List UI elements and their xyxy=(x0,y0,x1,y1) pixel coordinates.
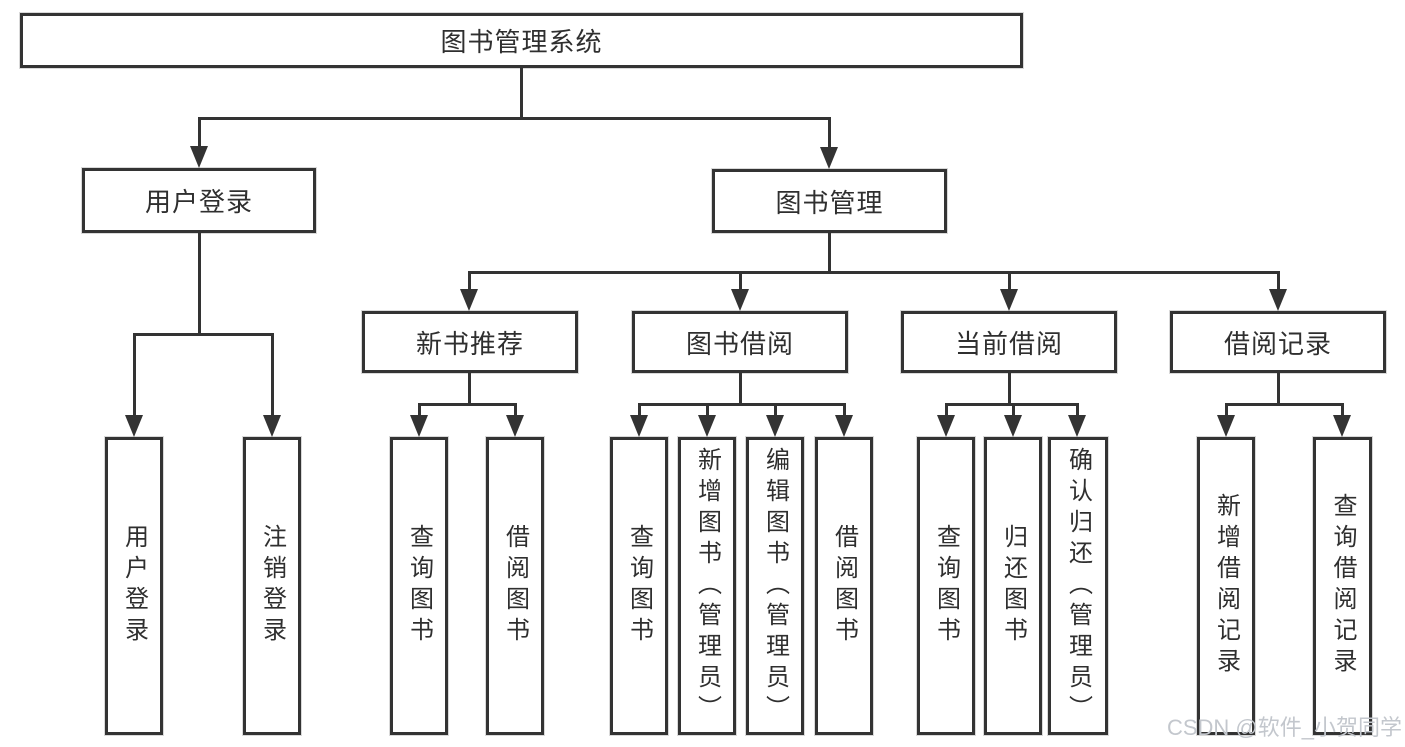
connector-line xyxy=(1225,403,1343,406)
arrow-down-icon xyxy=(731,289,749,311)
arrow-down-icon xyxy=(506,415,524,437)
connector-line xyxy=(638,403,641,417)
arrow-down-icon xyxy=(698,415,716,437)
leaf-edit-books-admin: 编辑图书（管理员） xyxy=(746,437,804,735)
arrow-down-icon xyxy=(1000,289,1018,311)
leaf-confirm-return-admin: 确认归还（管理员） xyxy=(1048,437,1108,735)
leaf-return-books: 归还图书 xyxy=(984,437,1042,735)
connector-line xyxy=(198,117,831,120)
connector-line xyxy=(198,117,201,148)
arrow-down-icon xyxy=(125,415,143,437)
arrow-down-icon xyxy=(630,415,648,437)
connector-line xyxy=(828,233,831,274)
node-new-book-recommend: 新书推荐 xyxy=(362,311,578,373)
node-current-borrow: 当前借阅 xyxy=(901,311,1117,373)
connector-line xyxy=(133,333,274,336)
connector-line xyxy=(1225,403,1228,417)
connector-line xyxy=(1008,373,1011,406)
connector-line xyxy=(706,403,709,417)
arrow-down-icon xyxy=(1004,415,1022,437)
connector-line xyxy=(418,403,421,417)
arrow-down-icon xyxy=(1269,289,1287,311)
connector-line xyxy=(271,333,274,416)
leaf-user-login: 用户登录 xyxy=(105,437,163,735)
arrow-down-icon xyxy=(766,415,784,437)
connector-line xyxy=(1076,403,1079,417)
connector-line xyxy=(739,373,742,406)
connector-line xyxy=(739,271,742,292)
arrow-down-icon xyxy=(937,415,955,437)
connector-line xyxy=(1008,271,1011,292)
arrow-down-icon xyxy=(835,415,853,437)
arrow-down-icon xyxy=(263,415,281,437)
leaf-query-books-current: 查询图书 xyxy=(917,437,975,735)
connector-line xyxy=(468,271,1279,274)
connector-line xyxy=(1341,403,1344,417)
leaf-borrow-books: 借阅图书 xyxy=(815,437,873,735)
connector-line xyxy=(468,373,471,406)
connector-line xyxy=(638,403,845,406)
leaf-add-books-admin: 新增图书（管理员） xyxy=(678,437,736,735)
connector-line xyxy=(514,403,517,417)
arrow-down-icon xyxy=(1333,415,1351,437)
leaf-query-borrow-record: 查询借阅记录 xyxy=(1313,437,1372,735)
connector-line xyxy=(198,233,201,336)
connector-line xyxy=(1012,403,1015,417)
leaf-add-borrow-record: 新增借阅记录 xyxy=(1197,437,1255,735)
connector-line xyxy=(520,68,523,119)
leaf-logout: 注销登录 xyxy=(243,437,301,735)
connector-line xyxy=(418,403,517,406)
node-borrow-records: 借阅记录 xyxy=(1170,311,1386,373)
node-user-login: 用户登录 xyxy=(82,168,316,233)
connector-line xyxy=(843,403,846,417)
arrow-down-icon xyxy=(190,146,208,168)
arrow-down-icon xyxy=(410,415,428,437)
connector-line xyxy=(774,403,777,417)
node-book-management: 图书管理 xyxy=(712,169,947,233)
connector-line xyxy=(1277,373,1280,406)
arrow-down-icon xyxy=(460,289,478,311)
csdn-watermark: CSDN @软件_小贺同学 xyxy=(1166,715,1402,740)
arrow-down-icon xyxy=(820,147,838,169)
leaf-query-books-borrow: 查询图书 xyxy=(610,437,668,735)
connector-line xyxy=(468,271,471,292)
node-root-system: 图书管理系统 xyxy=(20,13,1023,68)
leaf-query-books-recommend: 查询图书 xyxy=(390,437,448,735)
arrow-down-icon xyxy=(1217,415,1235,437)
connector-line xyxy=(1277,271,1280,292)
connector-line xyxy=(945,403,948,417)
node-book-borrow: 图书借阅 xyxy=(632,311,848,373)
arrow-down-icon xyxy=(1068,415,1086,437)
leaf-borrow-books-recommend: 借阅图书 xyxy=(486,437,544,735)
connector-line xyxy=(133,333,136,416)
connector-line xyxy=(828,117,831,148)
